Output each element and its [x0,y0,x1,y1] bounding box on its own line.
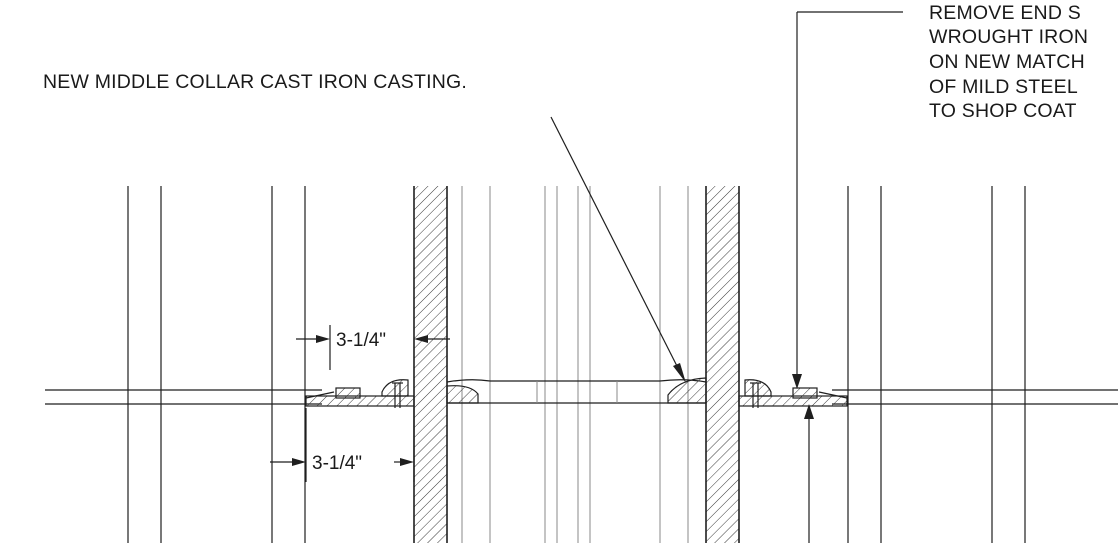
middle-collar-casting [446,377,707,404]
right-end-collar [738,379,848,408]
right-callout-line-2: WROUGHT IRON [929,26,1088,48]
right-callout-line-1: REMOVE END S [929,2,1081,24]
lower-dimension-label: 3-1/4" [312,453,362,474]
left-callout-text: NEW MIDDLE COLLAR CAST IRON CASTING. [43,71,467,93]
vertical-pickets [127,186,1026,543]
lower-dimension: 3-1/4" [270,408,415,482]
upper-dimension: 3-1/4" [296,325,450,370]
right-callout-line-5: TO SHOP COAT [929,100,1077,122]
background-linework [461,186,689,543]
horizontal-rail [45,389,1118,405]
right-callout-line-4: OF MILD STEEL [929,76,1078,98]
right-callout-line-3: ON NEW MATCH [929,51,1085,73]
right-callout-leader [792,11,903,543]
hatched-post-left [413,186,448,543]
left-end-collar [305,379,415,408]
hatched-post-right [705,186,740,543]
left-callout-leader [550,116,686,383]
right-callout-text: REMOVE END S WROUGHT IRON ON NEW MATCH O… [929,2,1088,122]
upper-dimension-label: 3-1/4" [336,330,386,351]
